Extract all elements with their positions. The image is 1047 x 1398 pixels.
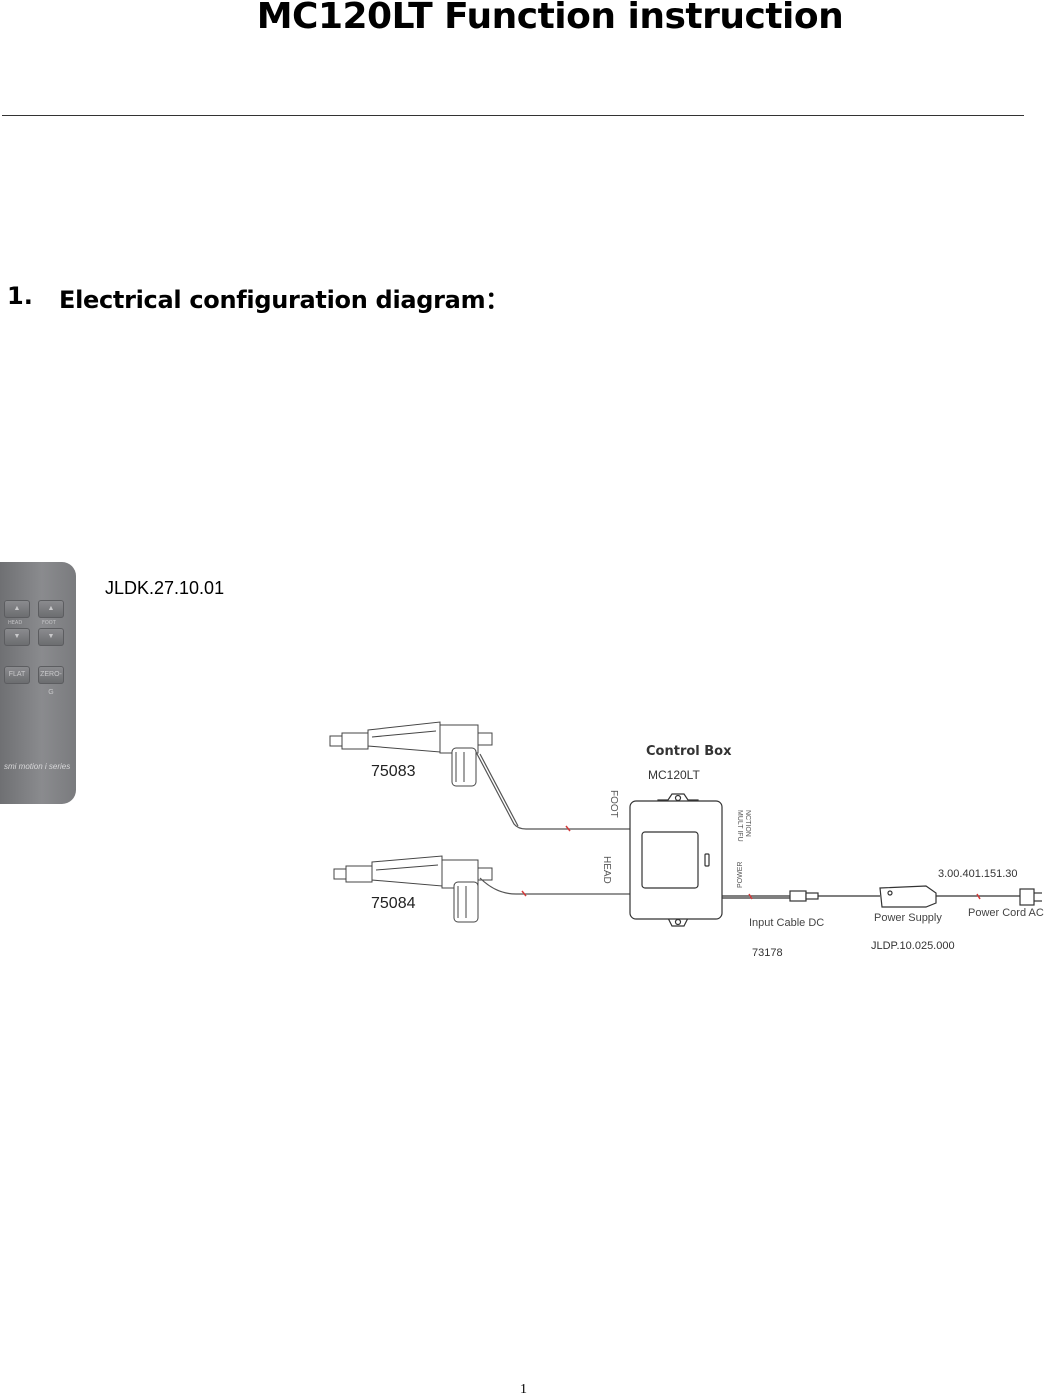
foot-up-button: ▲ xyxy=(38,600,64,618)
port-multifunction-label-1: MULT IFU xyxy=(736,810,743,842)
control-box-panel xyxy=(641,831,699,889)
input-cable-marker xyxy=(748,893,753,900)
power-cord-marker xyxy=(976,893,981,900)
actuator-bottom-rod-end-icon xyxy=(333,868,347,880)
remote-part-number: JLDK.27.10.01 xyxy=(105,578,225,598)
remote-brand-logo: smi motion i series xyxy=(4,762,71,771)
power-cord-part-number: 3.00.401.151.30 xyxy=(938,868,1018,880)
actuator-top xyxy=(329,721,493,787)
actuator-bottom-part-number: 75084 xyxy=(371,895,416,912)
section-number: 1. xyxy=(7,282,33,310)
actuator-bottom-rear-mount xyxy=(477,867,493,881)
document-title: MC120LT Function instruction xyxy=(256,0,844,37)
port-power-label: POWER xyxy=(737,862,744,888)
remote-head-label: HEAD xyxy=(8,620,23,626)
remote-control: ▲ ▲ HEAD FOOT ▼ ▼ FLAT ZERO-G smi motion… xyxy=(0,562,76,804)
foot-cable-marker xyxy=(565,825,571,832)
control-box-mount-hole-top xyxy=(674,794,682,802)
actuator-top-rear-mount xyxy=(477,732,493,746)
title-divider xyxy=(2,115,1024,116)
control-box-title: Control Box xyxy=(646,744,732,759)
port-head-label: HEAD xyxy=(601,856,612,884)
power-cord-label: Power Cord AC xyxy=(968,907,1044,919)
control-box-model: MC120LT xyxy=(648,768,700,782)
head-cable-marker xyxy=(521,890,527,897)
zero-g-button: ZERO-G xyxy=(38,666,64,696)
page-number: 1 xyxy=(520,1382,527,1397)
foot-down-button: ▼ xyxy=(38,628,64,646)
power-supply-icon xyxy=(879,885,937,908)
dc-connector-icon xyxy=(789,890,807,902)
actuator-top-rod-end-icon xyxy=(329,735,343,747)
head-cable xyxy=(479,877,630,895)
actuator-top-tube xyxy=(367,721,441,753)
zero-g-button-label: ZERO-G xyxy=(40,671,62,696)
head-up-button: ▲ xyxy=(4,600,30,618)
power-supply-part-number: JLDP.10.025.000 xyxy=(871,940,955,952)
input-cable-label: Input Cable DC xyxy=(749,917,825,929)
port-foot-label: FOOT xyxy=(608,790,619,818)
power-supply-label: Power Supply xyxy=(874,912,942,924)
actuator-top-part-number: 75083 xyxy=(371,763,416,780)
head-down-button: ▼ xyxy=(4,628,30,646)
actuator-top-clevis xyxy=(341,732,369,750)
actuator-bottom-tube xyxy=(371,855,443,887)
ac-plug-icon xyxy=(1019,888,1035,906)
actuator-bottom-clevis xyxy=(345,865,373,883)
section-title: Electrical configuration diagram： xyxy=(59,286,509,314)
control-box-mount-hole-bottom xyxy=(674,918,682,926)
remote-foot-label: FOOT xyxy=(42,620,56,626)
foot-cable xyxy=(475,751,630,830)
control-box xyxy=(629,793,723,927)
control-box-indicator xyxy=(704,853,710,867)
flat-button-label: FLAT xyxy=(8,671,26,678)
actuator-bottom xyxy=(333,855,493,923)
flat-button: FLAT xyxy=(4,666,30,684)
port-multifunction-label-2: NCTION xyxy=(744,810,751,837)
input-cable-part-number: 73178 xyxy=(752,947,783,959)
